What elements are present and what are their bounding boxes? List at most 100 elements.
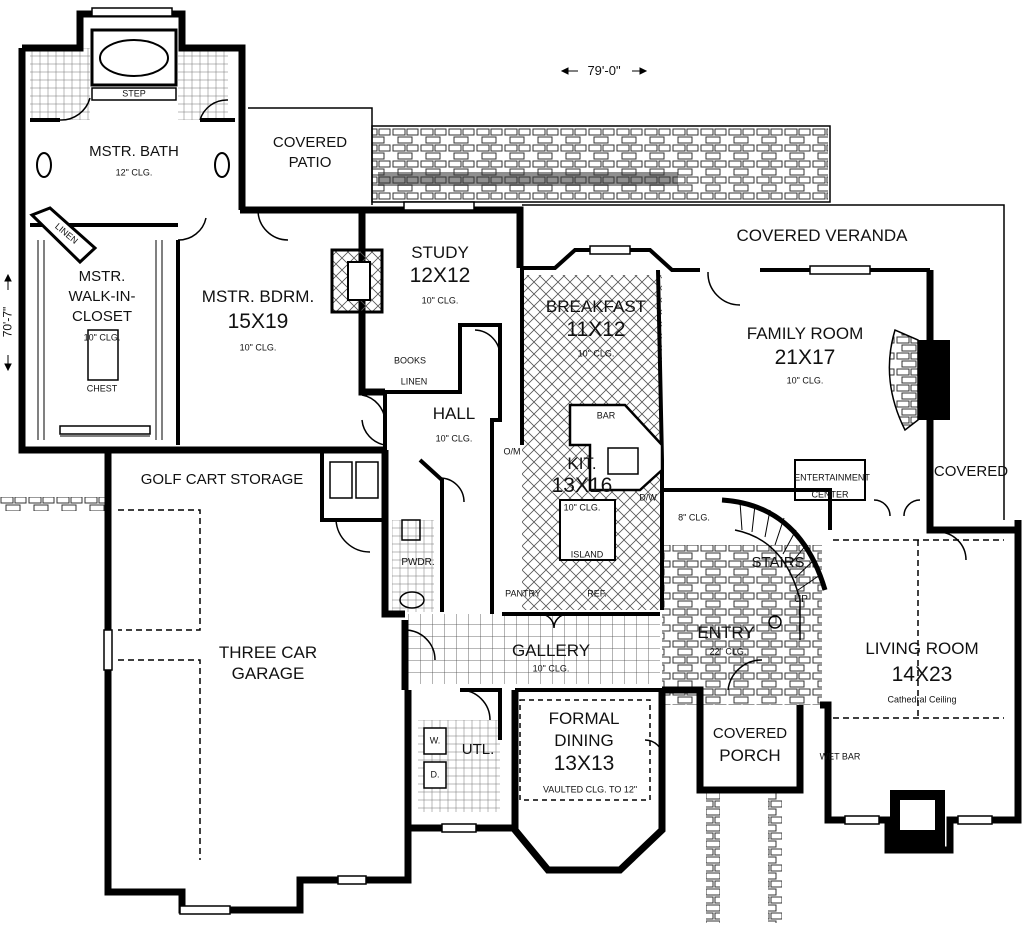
breakfast-ceiling: 10" CLG.	[577, 348, 615, 359]
formal-dining-line2: DINING	[554, 731, 614, 751]
gallery-ceiling: 10" CLG.	[532, 663, 570, 674]
entry-label: ENTRY	[697, 623, 755, 643]
formal-dining-ceiling: VAULTED CLG. TO 12"	[542, 784, 638, 795]
covered-patio-line1: COVERED	[272, 134, 348, 152]
family-room-ceiling: 10" CLG.	[786, 375, 824, 386]
study-ceiling: 10" CLG.	[421, 295, 459, 306]
entertainment-line1: ENTERTAINMENT	[794, 472, 870, 483]
living-room-ceiling: Cathedral Ceiling	[887, 694, 957, 705]
formal-dining-line1: FORMAL	[548, 709, 620, 729]
family-room-size: 21X17	[774, 345, 836, 369]
covered-veranda-label: COVERED VERANDA	[736, 226, 908, 246]
entertainment-line2: CENTER	[811, 489, 849, 500]
linen-closet	[29, 206, 98, 265]
dryer-label: D.	[430, 769, 440, 780]
closet-line2: WALK-IN-	[68, 288, 136, 306]
master-bedroom-label: MSTR. BDRM.	[201, 287, 315, 307]
storage-unit-left	[329, 461, 353, 499]
garage-line2: GARAGE	[231, 664, 305, 684]
kitchen-ceiling: 10" CLG.	[563, 502, 601, 513]
covered-side-label: COVERED	[933, 463, 1009, 481]
walkway-left	[706, 788, 720, 923]
linen-label-2: LINEN	[400, 376, 428, 387]
refrigerator-label: REF.	[587, 588, 607, 599]
fence-strip	[0, 497, 106, 511]
lav-left-icon	[36, 152, 52, 178]
entertainment-center-box	[794, 459, 866, 501]
tub-step	[91, 87, 177, 101]
stair-treads	[739, 501, 821, 591]
bath-tile-left	[30, 48, 90, 120]
garage-line1: THREE CAR	[218, 643, 318, 663]
newel-icon	[768, 615, 782, 629]
entry-floor	[662, 545, 822, 705]
closet-ceiling: 10" CLG.	[83, 332, 121, 343]
wet-bar-label: WET BAR	[819, 751, 861, 762]
walkway-right	[768, 788, 782, 923]
ovens-label: O/M	[503, 446, 521, 457]
covered-porch-line2: PORCH	[719, 746, 781, 766]
covered-patio-line2: PATIO	[288, 154, 332, 172]
golf-cart-storage-label: GOLF CART STORAGE	[140, 471, 304, 489]
family-hearth	[888, 328, 919, 432]
formal-dining-size: 13X13	[553, 751, 615, 775]
chest-icon	[87, 329, 119, 381]
windows	[59, 7, 993, 915]
study-label: STUDY	[411, 243, 469, 263]
dishwasher-label: D/W	[639, 492, 657, 503]
chest-label: CHEST	[86, 383, 118, 394]
family-room-label: FAMILY ROOM	[746, 324, 864, 344]
kitchen-island	[559, 499, 616, 561]
breakfast-label: BREAKFAST	[545, 297, 647, 317]
hall-ceiling: 10" CLG.	[435, 433, 473, 444]
dimension-arrows	[4, 67, 648, 372]
washer-icon	[423, 727, 447, 755]
master-bedroom-ceiling: 10" CLG.	[239, 342, 277, 353]
dryer-icon	[423, 761, 447, 789]
breakfast-size: 11X12	[566, 317, 626, 341]
kitchen-size: 13X16	[551, 473, 613, 497]
pantry-label: PANTRY	[505, 588, 541, 599]
powder-sink-icon	[399, 591, 425, 609]
powder-tile	[392, 520, 434, 612]
stairs-label: STAIRS	[751, 554, 805, 572]
stair-ceiling-label: 8" CLG.	[678, 512, 710, 523]
porch-outlines	[118, 107, 1005, 860]
stone-terrace	[372, 128, 828, 200]
study-size: 12X12	[409, 263, 471, 287]
utility-label: UTL.	[461, 741, 495, 759]
width-dimension: 79'-0"	[587, 63, 621, 79]
gallery-floor	[405, 614, 660, 684]
kitchen-label: KIT.	[567, 454, 597, 474]
master-bath-label: MSTR. BATH	[89, 143, 179, 161]
entry-ceiling: 22" CLG.	[709, 646, 747, 657]
living-room-size: 14X23	[891, 662, 953, 686]
living-hearth	[900, 800, 935, 830]
stairs-curve	[721, 497, 828, 591]
bar-label: BAR	[596, 410, 616, 421]
master-bedroom-size: 15X19	[227, 309, 289, 333]
closet-line3: CLOSET	[71, 308, 133, 326]
bath-tile-right	[178, 50, 228, 120]
depth-dimension: 70'-7"	[0, 306, 15, 338]
covered-porch-line1: COVERED	[712, 725, 788, 743]
stairs-up-label: UP	[794, 593, 808, 605]
study-hearth	[347, 261, 371, 301]
books-label: BOOKS	[393, 355, 427, 366]
door-swings	[59, 97, 967, 759]
powder-toilet-icon	[401, 519, 421, 541]
storage-unit-right	[355, 461, 379, 499]
closet-line1: MSTR.	[78, 268, 126, 286]
kitchen-sink-icon	[607, 447, 639, 475]
island-label: ISLAND	[570, 549, 604, 560]
gallery-label: GALLERY	[511, 641, 591, 661]
stairs-inner	[734, 529, 801, 640]
hall-label: HALL	[432, 404, 476, 424]
family-fireplace	[918, 340, 950, 420]
washer-label: W.	[429, 735, 441, 746]
lav-right-icon	[214, 152, 230, 178]
powder-label: PWDR.	[401, 556, 435, 568]
living-room-label: LIVING ROOM	[865, 639, 979, 659]
step-label: STEP	[122, 88, 146, 99]
